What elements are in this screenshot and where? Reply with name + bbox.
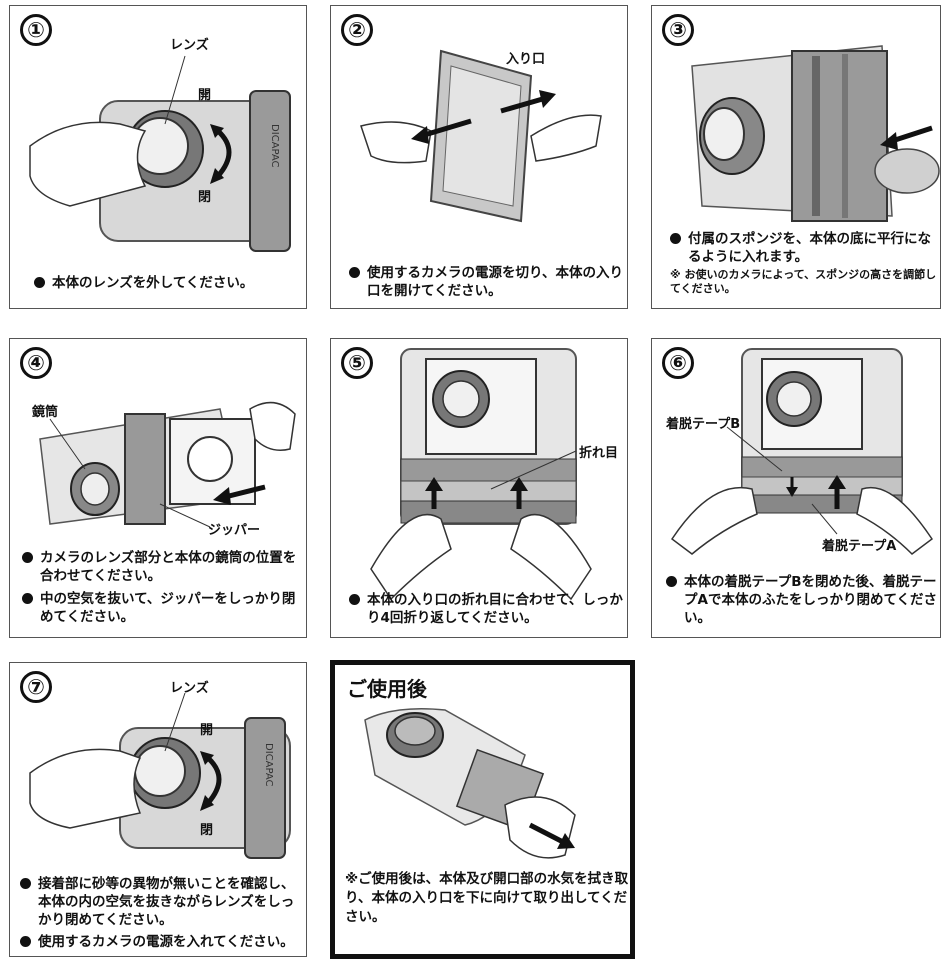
- tape-a-label: 着脱テープA: [822, 539, 897, 554]
- remove-camera-illustration: [364, 708, 576, 859]
- bullet-icon: [349, 267, 360, 278]
- fold-entrance-illustration: [370, 348, 592, 601]
- step-caption: 本体の着脱テープBを閉めた後、着脱テープAで本体のふたをしっかり閉めてください。: [666, 573, 938, 627]
- close-lens-illustration: DICAPAC: [29, 692, 291, 859]
- step-number: ⑥: [662, 347, 694, 379]
- bullet-icon: [22, 593, 33, 604]
- svg-text:DICAPAC: DICAPAC: [263, 743, 274, 787]
- bullet-icon: [666, 576, 677, 587]
- after-use-note: ※ご使用後は、本体及び開口部の水気を拭き取り、本体の入り口を下に向けて取り出して…: [345, 871, 629, 925]
- step-7-panel: ⑦ DICAPAC レンズ 開 閉 接着部に砂等の異物が無いことを確認し、本体の…: [9, 662, 307, 957]
- insert-sponge-illustration: [691, 45, 940, 222]
- open-label: 開: [198, 88, 212, 103]
- step-caption: 本体の入り口の折れ目に合わせて、しっかり4回折り返してください。: [349, 591, 624, 627]
- open-entrance-illustration: [360, 49, 602, 223]
- step-note: ※ お使いのカメラによって、スポンジの高さを調節してください。: [670, 268, 937, 295]
- tape-b-label: 着脱テープB: [666, 417, 741, 432]
- step-6-panel: ⑥ 着脱テープB 着脱テープA 本体の着脱テープBを閉めた後、着脱テープAで本体…: [651, 338, 941, 638]
- align-barrel-illustration: [39, 401, 296, 528]
- barrel-label: 鏡筒: [32, 405, 59, 420]
- step-caption: 使用するカメラの電源を切り、本体の入り口を開けてください。: [349, 264, 624, 300]
- step-number: ③: [662, 14, 694, 46]
- step-3-panel: ③ 付属のスポンジを、本体の底に平行になるように入れます。 ※ お使いのカメラに…: [651, 5, 941, 309]
- bullet-icon: [349, 594, 360, 605]
- after-use-title: ご使用後: [347, 677, 427, 701]
- zipper-label: ジッパー: [208, 523, 261, 538]
- bullet-icon: [22, 552, 33, 563]
- step-2-panel: ② 入り口 使用するカメラの電源を切り、本体の入り口を開けてください。: [330, 5, 628, 309]
- close-tapes-illustration: [670, 348, 934, 555]
- step-1-panel: ① DICAPAC レンズ 開 閉 本体のレンズを外してください。: [9, 5, 307, 309]
- step-number: ⑤: [341, 347, 373, 379]
- step-caption: カメラのレンズ部分と本体の鏡筒の位置を合わせてください。 中の空気を抜いて、ジッ…: [22, 549, 304, 626]
- svg-text:DICAPAC: DICAPAC: [269, 124, 280, 168]
- bullet-icon: [670, 233, 681, 244]
- close-label: 閉: [200, 823, 214, 838]
- bullet-icon: [20, 878, 31, 889]
- bullet-icon: [34, 277, 45, 288]
- step-caption: 本体のレンズを外してください。: [34, 274, 304, 292]
- step-4-panel: ④ 鏡筒 ジッパー カメラのレンズ部分と本体の鏡筒の位置を合わせてください。 中…: [9, 338, 307, 638]
- close-label: 閉: [198, 190, 212, 205]
- step-number: ④: [20, 347, 52, 379]
- lens-label: レンズ: [170, 38, 209, 53]
- fold-label: 折れ目: [579, 446, 619, 461]
- remove-lens-illustration: DICAPAC: [29, 55, 291, 252]
- bullet-icon: [20, 936, 31, 947]
- entrance-label: 入り口: [506, 52, 546, 67]
- step-number: ②: [341, 14, 373, 46]
- step-number: ①: [20, 14, 52, 46]
- open-label: 開: [200, 723, 214, 738]
- step-5-panel: ⑤ 折れ目 本体の入り口の折れ目に合わせて、しっかり4回折り返してください。: [330, 338, 628, 638]
- lens-label: レンズ: [170, 681, 209, 696]
- step-caption: 付属のスポンジを、本体の底に平行になるように入れます。 ※ お使いのカメラによっ…: [670, 231, 937, 295]
- after-use-panel: ご使用後 ※ご使用後は、本体及び開口部の水気を拭き取り、本体の入り口を下に向けて…: [330, 660, 635, 959]
- step-caption: 接着部に砂等の異物が無いことを確認し、本体の内の空気を抜きながらレンズをしっかり…: [20, 875, 306, 951]
- step-number: ⑦: [20, 671, 52, 703]
